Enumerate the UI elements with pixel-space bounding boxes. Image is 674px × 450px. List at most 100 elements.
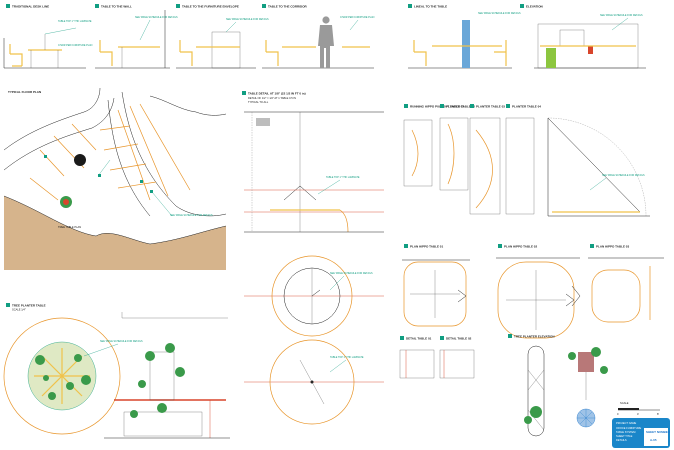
desk-runs [117, 103, 191, 201]
panel-table-furniture-envelope: TABLE TO THE FURNITURE ENVELOPE SEE TABL… [176, 4, 269, 69]
panel-number-badge [508, 334, 512, 338]
detail-box [399, 349, 435, 379]
tree-canopy [35, 354, 91, 400]
panel-title: PLANTER TABLE 03 [476, 104, 505, 108]
note-text: SEE TABLE SCHEDULE FOR DETAILS [600, 14, 643, 17]
building-outline [3, 87, 101, 151]
leader-line [139, 19, 151, 41]
note-text: CHAIR PER FURNITURE PLAN [340, 16, 375, 19]
corridor-wall [149, 95, 227, 116]
diagonal-edge [547, 117, 641, 213]
planter-box [578, 352, 594, 372]
note-text: TABLE TOP 1" THK LAMINATE [326, 176, 360, 179]
panel-small-details: DETAIL TABLE 01 DETAIL TABLE 02 TREE PLA… [399, 334, 608, 437]
leader-line [349, 19, 359, 31]
table-outline-circle [271, 255, 353, 337]
panel-number-badge [404, 104, 408, 108]
panel-number-badge [242, 91, 246, 95]
project-name: PROJECT NAME [616, 421, 637, 425]
title-block: PROJECT NAME OFFICE FURNITURE TABLE SYST… [612, 418, 671, 448]
leader-line [225, 21, 237, 33]
chair [413, 40, 427, 66]
panel-title: TREE PLANTER ELEVATION [514, 334, 555, 338]
planter-grid [34, 348, 90, 404]
panel-number-badge [440, 336, 444, 340]
leader-line [589, 177, 607, 191]
curve-profile [411, 129, 419, 177]
bracket [565, 293, 575, 307]
note-text: SEE TABLE SCHEDULE FOR DETAILS [100, 340, 143, 343]
note-text: TABLE TOP 1" THK LAMINATE [330, 356, 364, 359]
table-outline-circle [269, 339, 355, 425]
callout-tag [140, 180, 143, 183]
leader-line [83, 343, 119, 357]
radius-line [311, 381, 325, 405]
cabinet-green [546, 48, 556, 68]
leader-line [611, 17, 629, 31]
tree-core [63, 199, 69, 205]
panel-number-badge [176, 4, 180, 8]
panel-number-badge [520, 4, 524, 8]
sheet-label: SHEET NUMBER [646, 430, 671, 434]
note-text: SEE TABLE SCHEDULE FOR DETAILS [478, 12, 521, 15]
panel-number-badge [498, 244, 502, 248]
note-text: SEE TABLE SCHEDULE FOR DETAILS [135, 16, 178, 19]
panel-title: TABLE TO THE CORRIDOR [268, 4, 308, 8]
frame-corner [121, 312, 228, 319]
panel-title: ELEVATION [526, 4, 543, 8]
panel-title: TRADITIONAL DESK LINE [12, 4, 49, 8]
panel-table-detail: TABLE DETAIL AT 1/8" (22 1/2 IN FT 0 in)… [242, 91, 384, 233]
base-plate-spokes [577, 409, 595, 427]
desk-elevation-1 [403, 119, 433, 187]
panel-number-badge [6, 4, 10, 8]
panel-table-corridor: TABLE TO THE CORRIDOR CHAIR PER FURNITUR… [262, 4, 375, 69]
window [559, 29, 585, 47]
curve-profile [447, 123, 455, 185]
leader-line [151, 191, 173, 217]
sheet-number-box [644, 428, 668, 446]
panel-tree-planter: TREE PLANTER TABLE SCALE 1/4" SEE TABLE … [3, 303, 230, 439]
leader-line [97, 159, 111, 177]
desk-runs [29, 123, 97, 201]
panel-number-badge [590, 244, 594, 248]
note-text: SEE TABLE SCHEDULE FOR DETAILS [330, 272, 373, 275]
plant [530, 406, 542, 418]
elevation-frame [537, 23, 639, 69]
panel-lineal-to-table: LINEAL TO THE TABLE SEE TABLE SCHEDULE F… [408, 4, 521, 69]
glass-partition [462, 20, 470, 68]
panel-title: DETAIL TABLE 01 [406, 336, 432, 340]
table-plan-outline [591, 269, 641, 323]
desk-elevation-3 [469, 117, 501, 215]
table-plan-outline [403, 261, 467, 327]
detail-box [439, 349, 475, 379]
panel-title: TYPICAL FLOOR PLAN [8, 90, 41, 94]
chair [265, 40, 279, 66]
chair [179, 40, 193, 66]
scale-bar: SCALE 0 4' 8' [617, 401, 660, 416]
site-edge [3, 195, 227, 245]
leader-line [317, 179, 341, 195]
human-figure [318, 16, 334, 68]
scale-tick: 8' [657, 412, 659, 416]
panel-traditional-desk: TRADITIONAL DESK LINE TABLE TOP 1" THK L… [3, 4, 93, 69]
panel-number-badge [6, 303, 10, 307]
panel-plan-tables: PLAN HIPPO TABLE 01 PLAN HIPPO TABLE 02 … [402, 244, 664, 339]
panel-number-badge [404, 244, 408, 248]
panel-scale: SCALE 1/4" [12, 308, 26, 312]
corridor-wall [107, 99, 151, 217]
panel-title: PLAN HIPPO TABLE 01 [410, 244, 443, 248]
panel-title: RUNNING HIPPO PULLOUT TABLE 03 [410, 104, 464, 108]
info-line: TABLE SYSTEM [616, 430, 635, 434]
desk-elevation-2 [439, 117, 469, 191]
lamp-shade [283, 185, 317, 201]
planter-cylinder [527, 345, 545, 437]
desk-runs [99, 125, 157, 189]
planter-column [149, 351, 175, 401]
callout-tag [44, 155, 47, 158]
bracket [457, 289, 467, 303]
chair [494, 40, 507, 66]
note-text: TABLE TOP 1" THK LAMINATE [58, 20, 92, 23]
panel-number-badge [470, 104, 474, 108]
note-text: CHAIR PER FURNITURE PLAN [58, 44, 93, 47]
